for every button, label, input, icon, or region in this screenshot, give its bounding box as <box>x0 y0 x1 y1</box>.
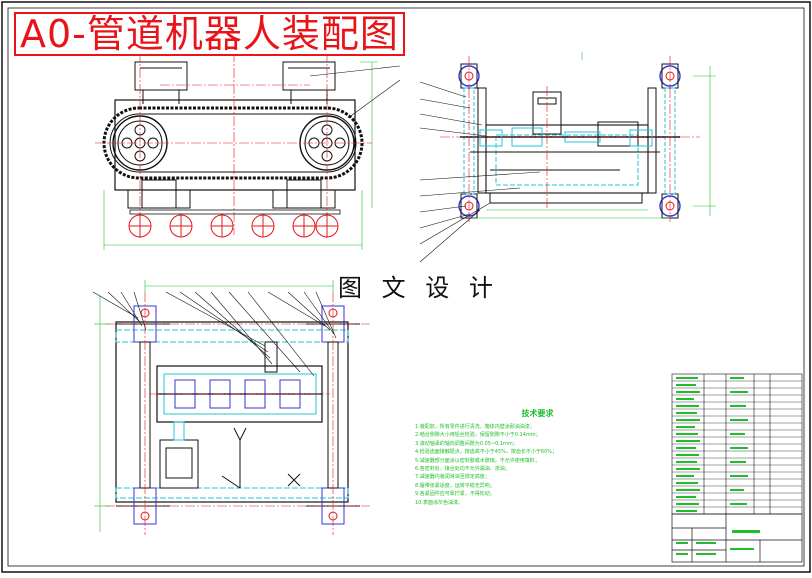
requirement-line: 3.滚动轴承的轴向调整间隙为0.05~0.1mm； <box>415 440 518 447</box>
requirement-line: 2.啮合侧隙大小用铅丝检验，保留侧隙不小于0.14mm； <box>415 432 541 439</box>
upper-bracket-left <box>134 61 188 91</box>
requirement-line: 7.减速器内装润滑油至规定高度； <box>415 474 490 481</box>
support-wheels-row <box>128 214 339 238</box>
technical-requirements-heading: 技术要求 <box>521 409 554 418</box>
lower-bracket-left <box>141 179 177 209</box>
upper-bracket-right <box>282 61 336 91</box>
dimensions-view3 <box>94 280 334 532</box>
requirement-line: 9.各紧固件应可靠拧紧，不得松动； <box>415 491 495 498</box>
plan-frame <box>115 321 349 503</box>
drawing-subtitle: 图 文 设 计 <box>338 274 499 302</box>
centerlines-view2 <box>440 56 700 222</box>
end-view <box>458 63 681 219</box>
requirement-line: 6.各密封处、接合处均不允许漏油、渗油； <box>415 466 510 473</box>
leaders-view3 <box>92 291 337 377</box>
requirement-line: 5.减速器部分面涂以密封胶或水玻璃，不允许使用填料； <box>415 457 540 464</box>
requirement-line: 10.表面涂灰色油漆。 <box>415 499 463 506</box>
reducer-housing <box>597 121 639 147</box>
leaders-view2 <box>419 81 541 263</box>
requirement-line: 4.检验齿面接触斑点，按齿高不小于45%，按齿长不小于60%； <box>415 449 557 456</box>
drawing-title: A0-管道机器人装配图 <box>14 12 405 56</box>
dimensions-view1 <box>103 61 378 250</box>
frame-body <box>114 99 356 191</box>
title-block <box>671 513 803 563</box>
plan-section-view <box>115 305 360 525</box>
centerlines-view1 <box>95 52 372 240</box>
lower-bracket-right <box>286 179 322 209</box>
requirement-line: 8.履带张紧适度，运转平稳无异响； <box>415 482 495 489</box>
title-block-marks <box>676 530 760 555</box>
crawler-side-view <box>102 61 364 209</box>
inner-border <box>7 7 805 567</box>
parts-list-rows <box>672 380 802 508</box>
parts-list-text-marks <box>676 377 748 512</box>
requirement-line: 1.装配前，所有零件进行清洗，箱体内壁涂耐油油漆； <box>415 424 535 430</box>
dimensions-view2 <box>469 52 716 219</box>
technical-requirements: 技术要求 1.装配前，所有零件进行清洗，箱体内壁涂耐油油漆； 2.啮合侧隙大小用… <box>415 408 660 507</box>
